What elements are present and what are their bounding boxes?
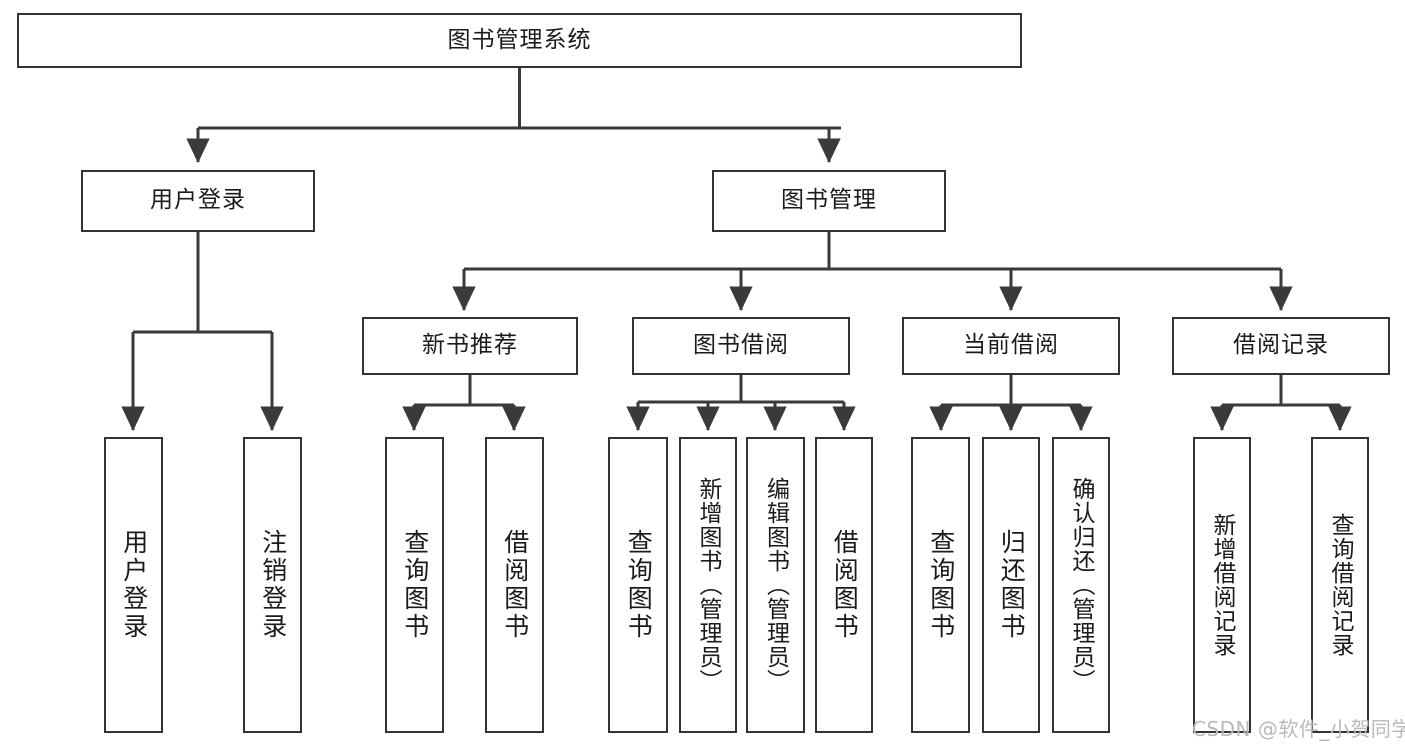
node-leaf-return-book-label: 归还图书 bbox=[997, 529, 1027, 641]
node-book-manage-label: 图书管理 bbox=[781, 187, 877, 214]
node-leaf-borrow-book-2[interactable]: 借阅图书 bbox=[815, 437, 873, 733]
node-current-borrow[interactable]: 当前借阅 bbox=[902, 317, 1120, 375]
node-new-book-rec-label: 新书推荐 bbox=[422, 332, 518, 359]
node-root-label: 图书管理系统 bbox=[447, 26, 592, 53]
node-borrow-record[interactable]: 借阅记录 bbox=[1172, 317, 1390, 375]
node-borrow-record-label: 借阅记录 bbox=[1233, 332, 1329, 359]
node-leaf-user-login[interactable]: 用户登录 bbox=[104, 437, 163, 733]
node-leaf-query-book-2[interactable]: 查询图书 bbox=[608, 437, 668, 733]
node-leaf-borrow-book-2-label: 借阅图书 bbox=[830, 529, 860, 641]
node-book-borrow-label: 图书借阅 bbox=[693, 332, 789, 359]
node-new-book-rec[interactable]: 新书推荐 bbox=[362, 317, 578, 375]
node-current-borrow-label: 当前借阅 bbox=[963, 332, 1059, 359]
node-leaf-query-book-3-label: 查询图书 bbox=[926, 529, 956, 641]
node-book-borrow[interactable]: 图书借阅 bbox=[632, 317, 850, 375]
node-leaf-user-logout-label: 注销登录 bbox=[258, 529, 288, 641]
node-leaf-query-book-1[interactable]: 查询图书 bbox=[385, 437, 444, 733]
node-leaf-edit-book[interactable]: 编辑图书（管理员） bbox=[746, 437, 805, 733]
node-leaf-add-record-label: 新增借阅记录 bbox=[1209, 513, 1236, 657]
node-leaf-confirm-return-label: 确认归还（管理员） bbox=[1068, 477, 1095, 693]
node-leaf-user-logout[interactable]: 注销登录 bbox=[243, 437, 302, 733]
node-user-login-label: 用户登录 bbox=[150, 187, 246, 214]
node-leaf-add-book[interactable]: 新增图书（管理员） bbox=[679, 437, 737, 733]
node-leaf-return-book[interactable]: 归还图书 bbox=[982, 437, 1040, 733]
node-leaf-edit-book-label: 编辑图书（管理员） bbox=[762, 477, 789, 693]
node-leaf-query-record[interactable]: 查询借阅记录 bbox=[1311, 437, 1369, 733]
node-leaf-add-record[interactable]: 新增借阅记录 bbox=[1193, 437, 1251, 733]
node-leaf-confirm-return[interactable]: 确认归还（管理员） bbox=[1052, 437, 1110, 733]
node-user-login[interactable]: 用户登录 bbox=[81, 170, 315, 232]
csdn-watermark: CSDN @软件_小贺同学 bbox=[1192, 717, 1405, 741]
node-root[interactable]: 图书管理系统 bbox=[17, 13, 1022, 68]
node-leaf-query-book-1-label: 查询图书 bbox=[400, 529, 430, 641]
node-leaf-add-book-label: 新增图书（管理员） bbox=[695, 477, 722, 693]
node-leaf-borrow-book-1-label: 借阅图书 bbox=[500, 529, 530, 641]
node-leaf-query-book-2-label: 查询图书 bbox=[624, 529, 654, 641]
node-leaf-user-login-label: 用户登录 bbox=[119, 529, 149, 641]
node-leaf-query-book-3[interactable]: 查询图书 bbox=[911, 437, 970, 733]
node-leaf-query-record-label: 查询借阅记录 bbox=[1327, 513, 1354, 657]
node-book-manage[interactable]: 图书管理 bbox=[712, 170, 946, 232]
node-leaf-borrow-book-1[interactable]: 借阅图书 bbox=[485, 437, 544, 733]
